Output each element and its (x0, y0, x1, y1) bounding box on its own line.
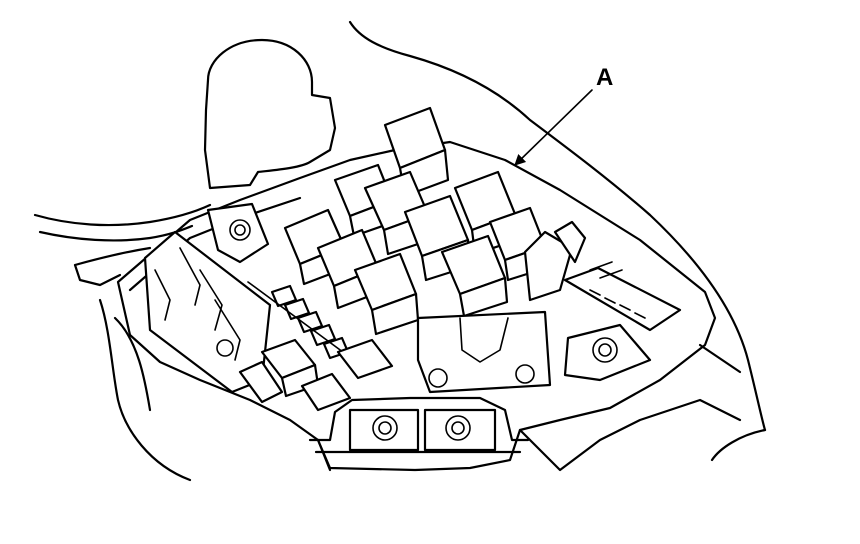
right-body-panel (518, 343, 742, 472)
center-terminal-bracket (416, 310, 552, 394)
fender-outline (348, 20, 767, 462)
reservoir-outline (203, 38, 337, 190)
right-fuse-section (523, 220, 682, 382)
callout-leader-a (514, 89, 593, 166)
bolt-terminal-left (206, 202, 270, 264)
main-bolt-terminals (348, 408, 497, 452)
callout-label-a: A (596, 64, 614, 91)
relay-blocks (283, 106, 548, 336)
lower-fuse-blocks (238, 338, 394, 412)
fuse-box-housing (116, 140, 717, 472)
harness-lines (33, 203, 212, 482)
